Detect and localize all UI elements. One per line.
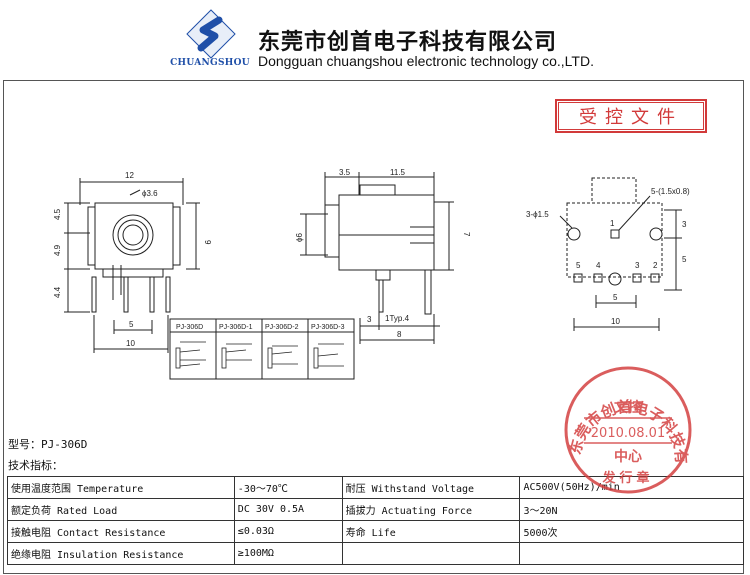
controlled-document-label: 受控文件 bbox=[555, 99, 707, 133]
dim-pcb-pin: 5 bbox=[576, 261, 581, 270]
table-row: 使用温度范围 Temperature -30～70℃ 耐压 Withstand … bbox=[7, 476, 744, 499]
variant-label: PJ-306D-1 bbox=[219, 324, 253, 331]
spec-cell bbox=[519, 542, 744, 565]
stamp-ring-text: 东莞市创首电子科技有限公司 bbox=[0, 0, 690, 464]
pcb-layout bbox=[566, 177, 663, 278]
company-logo-icon bbox=[186, 9, 236, 59]
variant-diagrams bbox=[169, 318, 355, 380]
side-view-labels: 3.5 11.5 ϕ6 7 3 1Typ.4 8 bbox=[295, 168, 471, 339]
dim-pcb-span: 5 bbox=[613, 293, 618, 302]
stamp-date: 2010.08.01 bbox=[591, 426, 665, 441]
variant-labels: PJ-306D PJ-306D-1 PJ-306D-2 PJ-306D-3 bbox=[176, 324, 345, 331]
dim-pcb-pin: 3 bbox=[635, 261, 640, 270]
dim-h3: 4.4 bbox=[53, 286, 62, 298]
stamp-bottom: 发行章 bbox=[601, 470, 653, 486]
variant-label: PJ-306D-3 bbox=[311, 324, 345, 331]
logo-text: CHUANGSHOU bbox=[170, 58, 250, 68]
variant-label: PJ-306D-2 bbox=[265, 324, 299, 331]
spec-table: 使用温度范围 Temperature -30～70℃ 耐压 Withstand … bbox=[7, 476, 744, 565]
model-line: 型号：PJ-306D bbox=[8, 438, 88, 451]
spec-cell: ≥100MΩ bbox=[233, 542, 343, 565]
dim-side-d: 8 bbox=[397, 330, 402, 339]
table-row: 绝缘电阻 Insulation Resistance ≥100MΩ bbox=[7, 542, 744, 565]
company-name-cn: 东莞市创首电子科技有限公司 bbox=[258, 29, 558, 55]
spec-cell: 绝缘电阻 Insulation Resistance bbox=[7, 542, 235, 565]
pcb-pads bbox=[559, 195, 682, 331]
table-row: 额定负荷 Rated Load DC 30V 0.5A 插拔力 Actuatin… bbox=[7, 498, 744, 521]
dim-total-height: 9 bbox=[203, 240, 212, 245]
header: CHUANGSHOU 东莞市创首电子科技有限公司 Dongguan chuang… bbox=[0, 0, 750, 80]
dim-hole: ϕ3.6 bbox=[142, 189, 158, 198]
dim-pcb-pin: 2 bbox=[653, 261, 658, 270]
company-name-en: Dongguan chuangshou electronic technolog… bbox=[258, 53, 594, 69]
stamp-ring-text-path: 东莞市创首电子科技有限公司 bbox=[0, 0, 690, 464]
dim-side-a: 3.5 bbox=[339, 168, 351, 177]
dim-pcb-pin: 4 bbox=[596, 261, 601, 270]
dim-pcb-v2: 5 bbox=[682, 255, 687, 264]
dim-h1: 4.5 bbox=[53, 208, 62, 220]
dim-side-dia: ϕ6 bbox=[295, 233, 304, 242]
dim-side-c: 3 bbox=[367, 315, 372, 324]
spec-cell bbox=[341, 542, 521, 565]
spec-title: 技术指标： bbox=[8, 459, 63, 472]
drawing-frame bbox=[3, 80, 744, 574]
dim-side-typ: 1Typ.4 bbox=[385, 314, 410, 323]
dim-pcb-slots: 5-(1.5x0.8) bbox=[651, 187, 690, 196]
side-view bbox=[300, 172, 454, 344]
dim-side-h: 7 bbox=[462, 232, 471, 237]
dim-pcb-v1: 3 bbox=[682, 220, 687, 229]
controlled-label-inner-border bbox=[558, 102, 704, 130]
dim-pcb-holes: 3-ϕ1.5 bbox=[526, 210, 549, 219]
dim-pcb-total: 10 bbox=[611, 317, 620, 326]
pcb-labels: 5-(1.5x0.8) 3-ϕ1.5 1 3 5 5 4 3 2 5 10 bbox=[526, 187, 690, 326]
dim-side-b: 11.5 bbox=[390, 168, 406, 177]
dim-width: 12 bbox=[125, 171, 134, 180]
dim-base: 10 bbox=[126, 339, 135, 348]
stamp-line1: 文控 bbox=[614, 399, 642, 416]
dim-pcb-pin1: 1 bbox=[610, 219, 615, 228]
stamp-line2: 中心 bbox=[614, 448, 642, 465]
dim-h2: 4.9 bbox=[53, 244, 62, 256]
front-view-labels: 12 ϕ3.6 4.5 4.9 4.4 9 5 10 bbox=[53, 171, 212, 348]
dim-pin-span: 5 bbox=[129, 320, 134, 329]
front-view bbox=[64, 178, 200, 353]
variant-label: PJ-306D bbox=[176, 324, 203, 331]
